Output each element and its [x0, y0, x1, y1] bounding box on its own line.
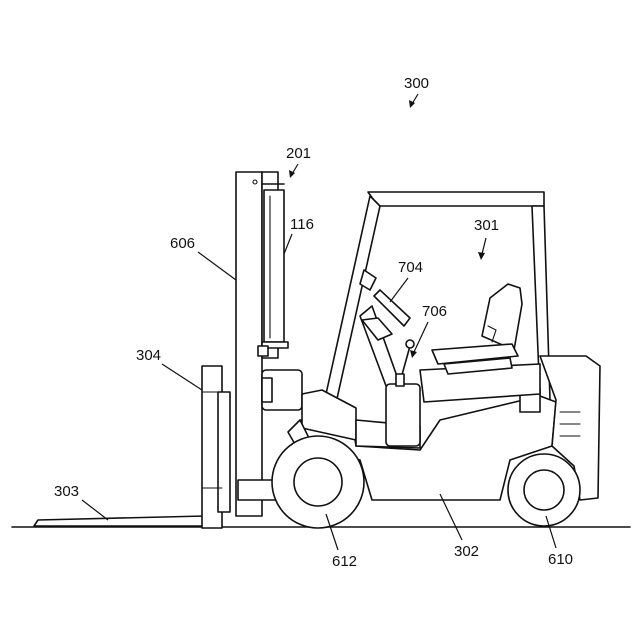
- rear-hub: [524, 470, 564, 510]
- operator-seat: [432, 284, 522, 374]
- arrowhead-706: [410, 350, 417, 358]
- tilt-mount-plate: [262, 378, 272, 402]
- leader-706: [414, 322, 428, 352]
- leader-303: [82, 500, 108, 520]
- arrowhead-301: [478, 252, 485, 260]
- lift-cylinder: [264, 190, 284, 342]
- label-706: 706: [422, 303, 447, 320]
- fork-carriage: [218, 392, 230, 512]
- lever-neck: [396, 374, 404, 386]
- control-lever: [386, 340, 420, 446]
- lever-knob: [406, 340, 414, 348]
- label-201: 201: [286, 145, 311, 162]
- leader-304: [162, 364, 202, 390]
- label-301: 301: [474, 217, 499, 234]
- label-304: 304: [136, 347, 161, 364]
- leader-704: [390, 278, 408, 302]
- rear-wheel: [508, 454, 580, 526]
- label-704: 704: [398, 259, 423, 276]
- leader-606: [198, 252, 236, 280]
- label-610: 610: [548, 551, 573, 568]
- label-606: 606: [170, 235, 195, 252]
- lever-box: [386, 384, 420, 446]
- mast-clip: [258, 346, 268, 356]
- label-300: 300: [404, 75, 429, 92]
- leader-302: [440, 494, 462, 540]
- fork-assembly: [34, 366, 230, 528]
- label-302: 302: [454, 543, 479, 560]
- leader-116: [284, 234, 292, 254]
- fork-blade: [34, 516, 205, 526]
- front-wheel: [272, 436, 364, 528]
- leader-301: [482, 238, 486, 254]
- label-116: 116: [290, 216, 314, 233]
- overhead-guard-roof: [368, 192, 544, 206]
- front-hub: [294, 458, 342, 506]
- label-612: 612: [332, 553, 357, 570]
- label-303: 303: [54, 483, 79, 500]
- seat-back: [482, 284, 522, 350]
- mast-outer-rail: [236, 172, 262, 516]
